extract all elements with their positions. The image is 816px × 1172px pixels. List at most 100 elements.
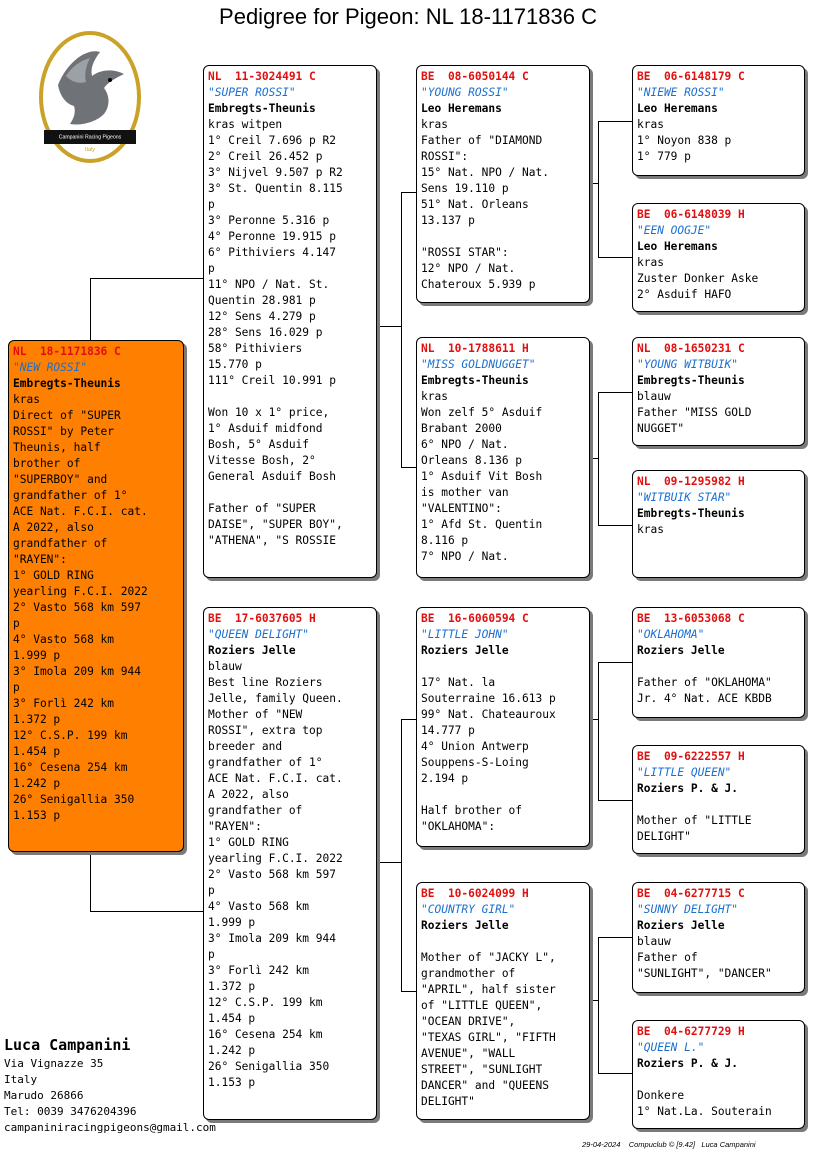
info-line: 1° 779 p xyxy=(637,150,691,163)
info-line: Father of "DIAMOND xyxy=(421,134,543,147)
ring-number: BE 09-6222557 H xyxy=(637,750,745,763)
connector-main-sire-v xyxy=(90,278,91,340)
info-line: 15.770 p xyxy=(208,358,262,371)
info-line: A 2022, also xyxy=(13,521,94,534)
info-line: A 2022, also xyxy=(208,788,289,801)
info-line: grandfather of xyxy=(208,804,303,817)
pigeon-name: "NEW ROSSI" xyxy=(13,361,88,374)
info-line xyxy=(208,389,372,405)
owner-name: Embregts-Theunis xyxy=(13,377,121,390)
connector-main-sire-h xyxy=(90,278,204,279)
connector-dam-stub xyxy=(376,862,402,863)
info-line: Half brother of xyxy=(421,804,523,817)
info-line xyxy=(208,485,372,501)
info-line: Mother of "JACKY L", xyxy=(421,951,556,964)
connector-dd-v xyxy=(598,937,599,1074)
info-line: ROSSI": xyxy=(421,150,469,163)
info-line: "SUPERBOY" and xyxy=(13,473,108,486)
ring-number: BE 16-6060594 C xyxy=(421,612,529,625)
info-line: ACE Nat. F.C.I. cat. xyxy=(208,772,343,785)
pigeon-card-dam-dam-sire[interactable]: BE 04-6277715 C"SUNNY DELIGHT"Roziers Je… xyxy=(632,882,805,993)
info-line: Brabant 2000 xyxy=(421,422,502,435)
info-line: 2° Vasto 568 km 597 xyxy=(13,601,141,614)
info-line: 3° Forlì 242 km xyxy=(13,697,115,710)
info-line: Orleans 8.136 p xyxy=(421,454,523,467)
pigeon-card-main[interactable]: NL 18-1171836 C"NEW ROSSI"Embregts-Theun… xyxy=(8,340,184,852)
connector-dd-stub xyxy=(589,1000,599,1001)
info-line xyxy=(421,787,585,803)
pigeon-card-dam-sire[interactable]: BE 16-6060594 C "LITTLE JOHN" Roziers Jell… xyxy=(416,607,590,847)
pigeon-card-dam-dam[interactable]: BE 10-6024099 H"COUNTRY GIRL"Roziers Jel… xyxy=(416,882,590,1120)
pigeon-card-sire-sire-sire[interactable]: BE 06-6148179 C"NIEWE ROSSI"Leo Heremans… xyxy=(632,65,805,176)
info-line xyxy=(421,934,585,950)
breeder-email[interactable]: campaniniracingpigeons@gmail.com xyxy=(4,1121,216,1134)
info-line: 1.153 p xyxy=(208,1076,256,1089)
pigeon-name: "LITTLE JOHN" xyxy=(421,628,509,641)
owner-name: Roziers Jelle xyxy=(421,644,509,657)
owner-name: Roziers P. & J. xyxy=(637,1057,739,1070)
info-line: 14.777 p xyxy=(421,724,475,737)
info-line: 99° Nat. Chateauroux xyxy=(421,708,556,721)
info-line: 12° NPO / Nat. xyxy=(421,262,516,275)
info-line: p xyxy=(208,884,215,897)
info-line: yearling F.C.I. 2022 xyxy=(208,852,343,865)
info-line: yearling F.C.I. 2022 xyxy=(13,585,148,598)
info-line: 3° Imola 209 km 944 xyxy=(13,665,141,678)
pigeon-card-sire-dam-sire[interactable]: NL 08-1650231 C"YOUNG WITBUIK"Embregts-T… xyxy=(632,337,805,446)
connector-dam-ds xyxy=(401,719,417,720)
pigeon-name: "SUNNY DELIGHT" xyxy=(637,903,739,916)
info-line: 1° GOLD RING xyxy=(208,836,289,849)
info-line: 26° Senigallia 350 xyxy=(208,1060,330,1073)
info-line: "OCEAN DRIVE", xyxy=(421,1015,516,1028)
page-title: Pedigree for Pigeon: NL 18-1171836 C xyxy=(219,4,597,29)
pigeon-name: "MISS GOLDNUGGET" xyxy=(421,358,536,371)
svg-text:Campanini Racing Pigeons: Campanini Racing Pigeons xyxy=(59,135,122,141)
info-line: blauw xyxy=(637,935,671,948)
connector-ss-sss xyxy=(598,121,632,122)
info-line: Father of xyxy=(637,951,698,964)
pigeon-card-sire-sire[interactable]: BE 08-6050144 C"YOUNG ROSSI"Leo Heremans… xyxy=(416,65,590,303)
info-line: p xyxy=(13,681,20,694)
info-line: "APRIL", half sister xyxy=(421,983,556,996)
info-line: 16° Cesena 254 km xyxy=(208,1028,323,1041)
pigeon-card-dam-sire-dam[interactable]: BE 09-6222557 H"LITTLE QUEEN"Roziers P. … xyxy=(632,745,805,854)
info-line: Best line Roziers xyxy=(208,676,323,689)
info-line: 2° Creil 26.452 p xyxy=(208,150,323,163)
connector-ss-v xyxy=(598,121,599,258)
info-line: grandfather of 1° xyxy=(13,489,128,502)
pigeon-card-sire[interactable]: NL 11-3024491 C"SUPER ROSSI"Embregts-The… xyxy=(203,65,377,578)
info-line: 1.372 p xyxy=(208,980,256,993)
info-line: Father "MISS GOLD xyxy=(637,406,752,419)
info-line: 4° Union Antwerp xyxy=(421,740,529,753)
footer-credits: 29-04-2024 Compuclub © [9.42] Luca Campa… xyxy=(582,1140,756,1149)
pigeon-name: "QUEEN DELIGHT" xyxy=(208,628,310,641)
info-line: Won 10 x 1° price, xyxy=(208,406,330,419)
pigeon-card-sire-dam[interactable]: NL 10-1788611 H"MISS GOLDNUGGET"Embregts… xyxy=(416,337,590,578)
pigeon-card-sire-dam-dam[interactable]: NL 09-1295982 H"WITBUIK STAR"Embregts-Th… xyxy=(632,470,805,578)
info-line: Sens 19.110 p xyxy=(421,182,509,195)
info-line xyxy=(421,659,585,675)
info-line: 1° Nat.La. Souterain xyxy=(637,1105,772,1118)
pigeon-card-dam[interactable]: BE 17-6037605 H"QUEEN DELIGHT"Roziers Je… xyxy=(203,607,377,1120)
info-line: Theunis, half xyxy=(13,441,101,454)
connector-sire-ss xyxy=(401,192,417,193)
pigeon-club-emblem-icon: Campanini Racing Pigeons Italy xyxy=(39,31,141,163)
info-line: blauw xyxy=(208,660,242,673)
info-line: "VALENTINO": xyxy=(421,502,502,515)
info-line: DAISE", "SUPER BOY", xyxy=(208,518,343,531)
info-line: 3° Forlì 242 km xyxy=(208,964,310,977)
ring-number: NL 10-1788611 H xyxy=(421,342,529,355)
info-line: kras witpen xyxy=(208,118,283,131)
info-line: 3° Nijvel 9.507 p R2 xyxy=(208,166,343,179)
pigeon-card-dam-dam-dam[interactable]: BE 04-6277729 H"QUEEN L."Roziers P. & J.… xyxy=(632,1020,805,1129)
info-line: Father of "OKLAHOMA" xyxy=(637,676,772,689)
ring-number: BE 17-6037605 H xyxy=(208,612,316,625)
info-line xyxy=(637,1072,800,1088)
pigeon-name: "QUEEN L." xyxy=(637,1041,705,1054)
info-line: 3° Imola 209 km 944 xyxy=(208,932,336,945)
info-line: "TEXAS GIRL", "FIFTH xyxy=(421,1031,556,1044)
connector-ds-v xyxy=(598,662,599,801)
info-line: 1.999 p xyxy=(208,916,256,929)
